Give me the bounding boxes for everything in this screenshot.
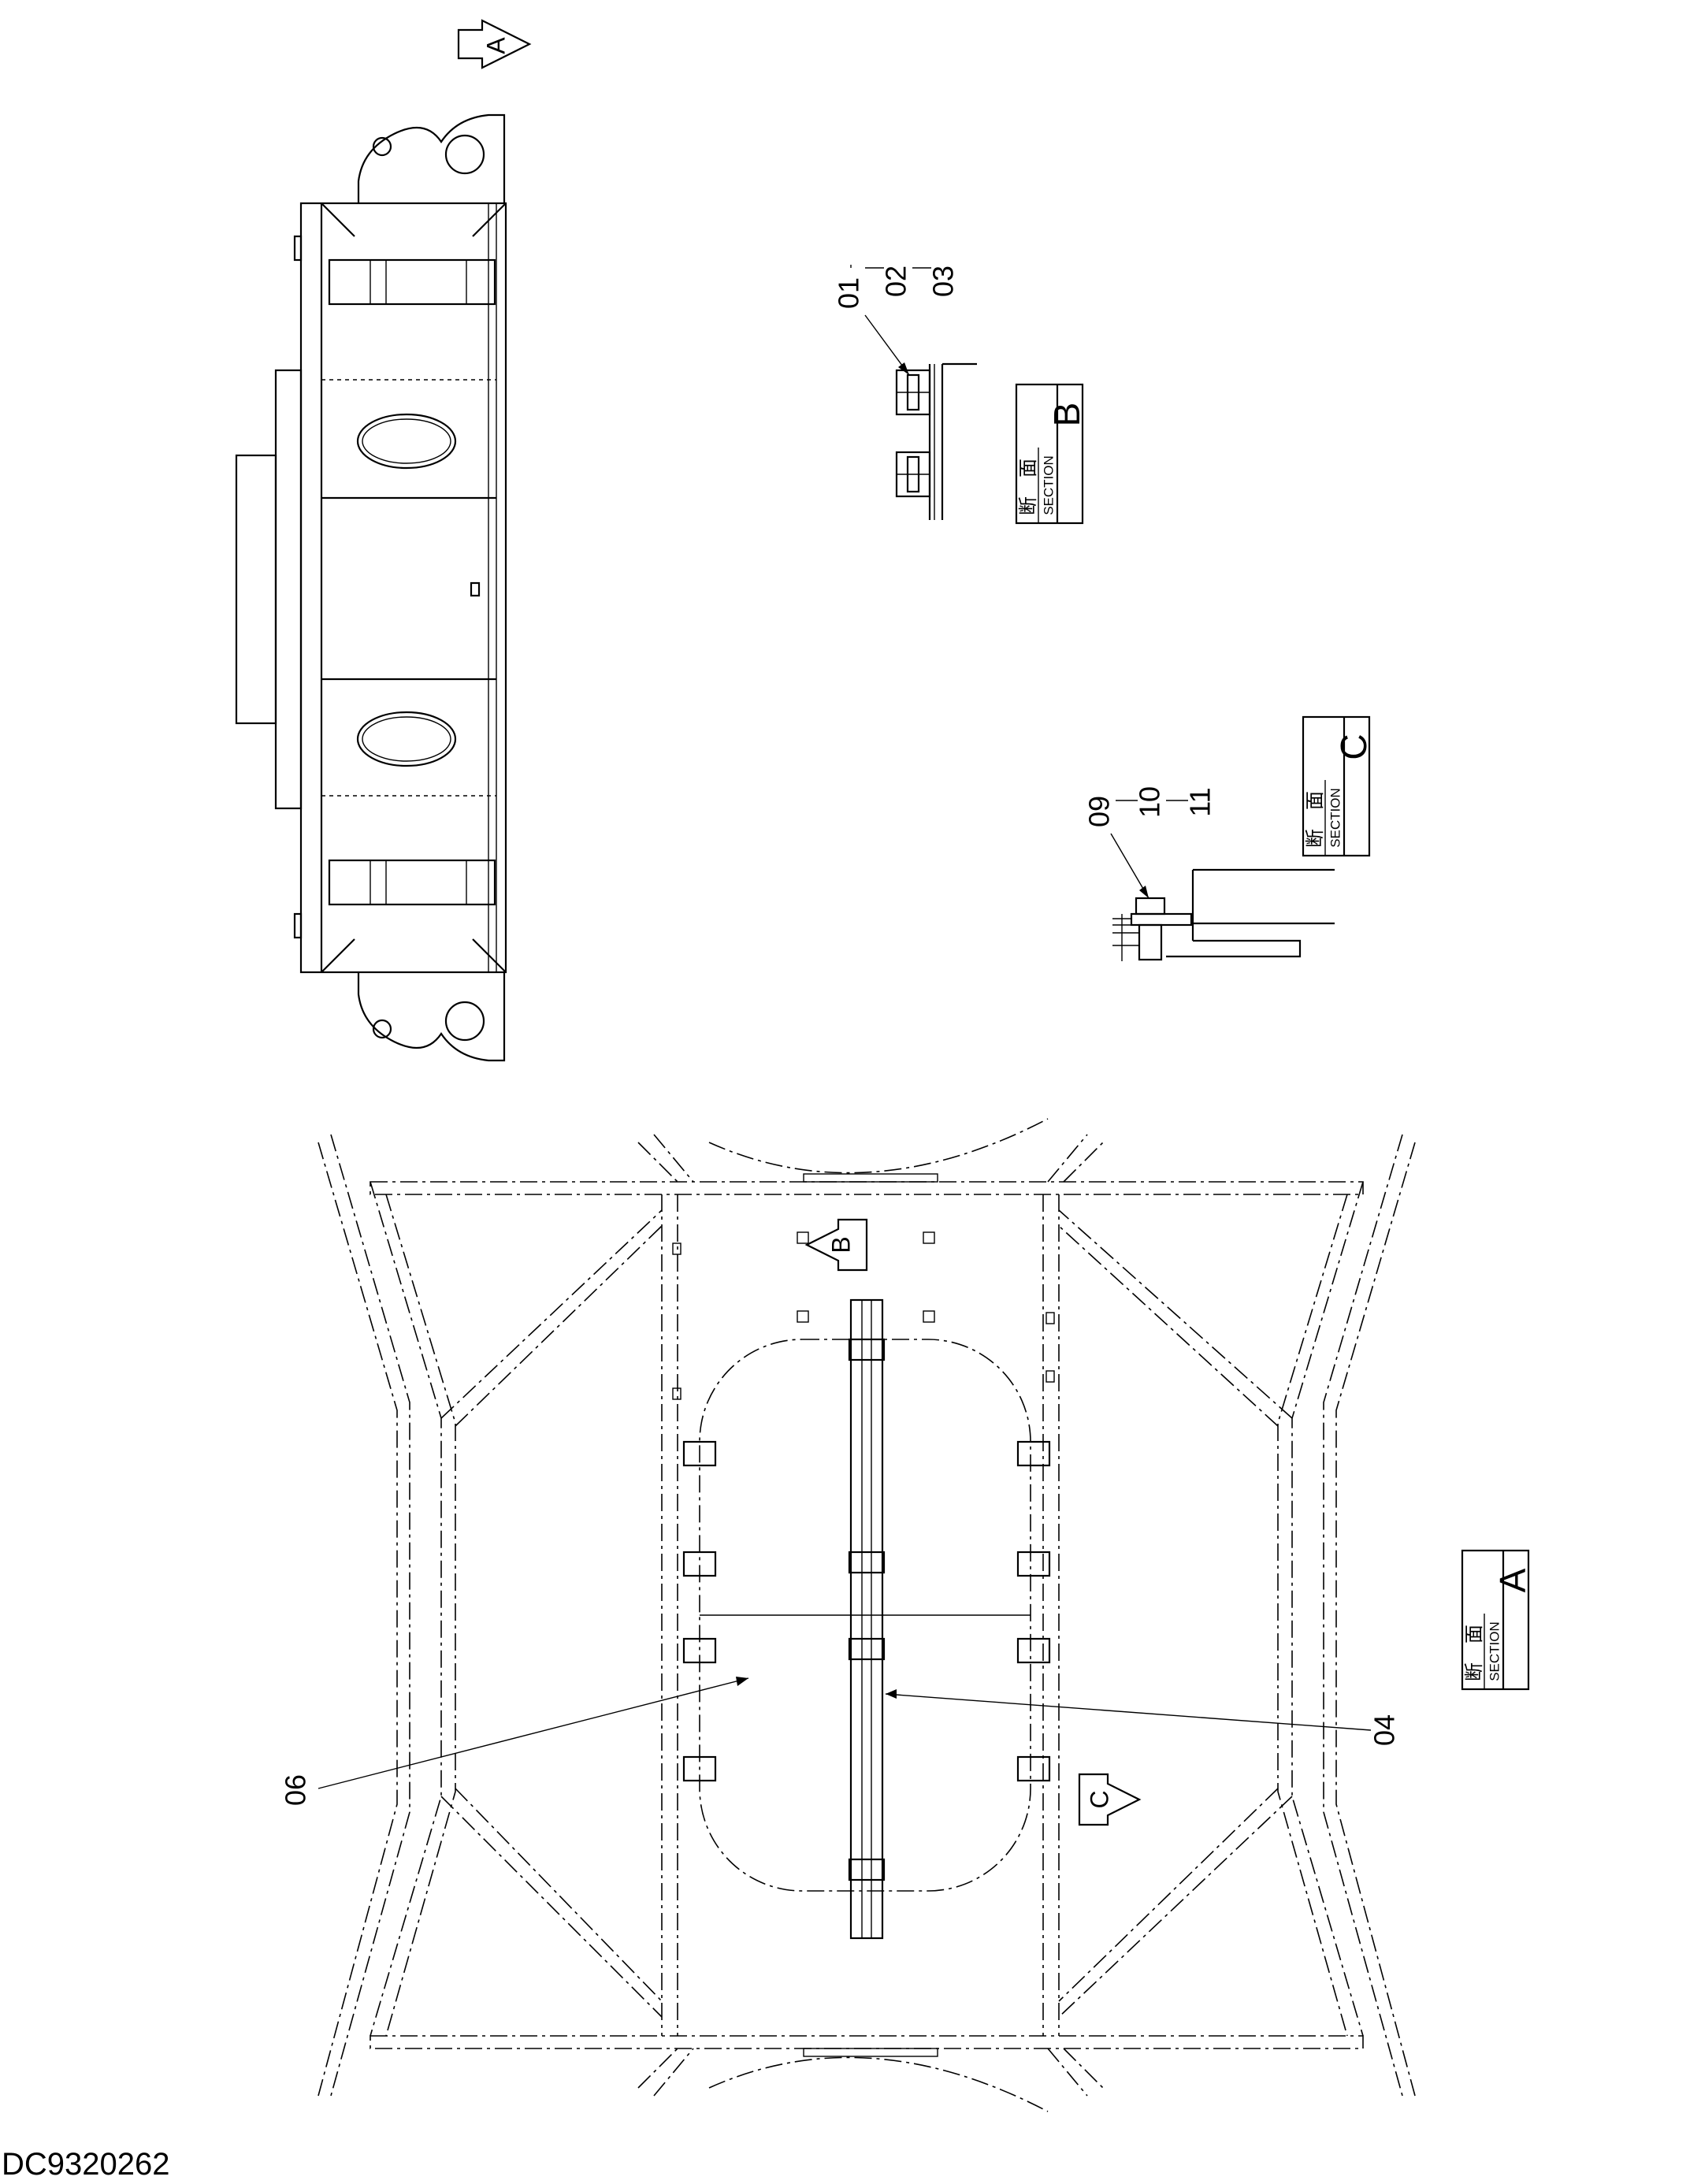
callout-01: 01: [833, 277, 865, 309]
callout-09: 09: [1083, 796, 1116, 827]
view-arrow-a: A: [457, 19, 532, 69]
section-b-detail: 01 02 03 B 断 面 SECTION: [833, 265, 1087, 525]
section-b-letter: B: [1046, 403, 1087, 427]
view-arrow-b: B: [804, 1218, 868, 1272]
section-a-jp: 断 面: [1463, 1625, 1485, 1681]
section-b-label: B 断 面 SECTION: [1015, 383, 1087, 525]
drawing-code: DC9320262: [2, 2147, 170, 2182]
frame-plan-view: B C 04 06 A 断 面 SECTION: [280, 1118, 1533, 2112]
section-a-en: SECTION: [1487, 1621, 1502, 1681]
section-c-letter: C: [1333, 734, 1374, 760]
view-arrow-c: C: [1078, 1773, 1142, 1826]
section-c-label: C 断 面 SECTION: [1302, 715, 1374, 857]
section-a-label: A 断 面 SECTION: [1461, 1549, 1533, 1691]
section-a-letter: A: [1492, 1568, 1533, 1592]
view-arrow-b-label: B: [826, 1236, 855, 1253]
section-c-detail: 09 10 11 C 断 面 SECTION: [1083, 715, 1374, 961]
section-b-en: SECTION: [1041, 455, 1056, 515]
frame-side-view: A: [235, 19, 532, 1062]
callout-02: 02: [880, 266, 912, 297]
section-b-jp: 断 面: [1017, 459, 1039, 515]
callout-11: 11: [1184, 787, 1216, 816]
view-arrow-a-label: A: [481, 37, 510, 54]
callout-06: 06: [280, 1774, 312, 1806]
section-c-jp: 断 面: [1304, 791, 1326, 848]
callout-04: 04: [1369, 1714, 1401, 1746]
callout-03: 03: [927, 266, 960, 297]
callout-10: 10: [1134, 786, 1166, 818]
view-arrow-c-label: C: [1085, 1790, 1113, 1808]
section-c-en: SECTION: [1328, 788, 1343, 848]
